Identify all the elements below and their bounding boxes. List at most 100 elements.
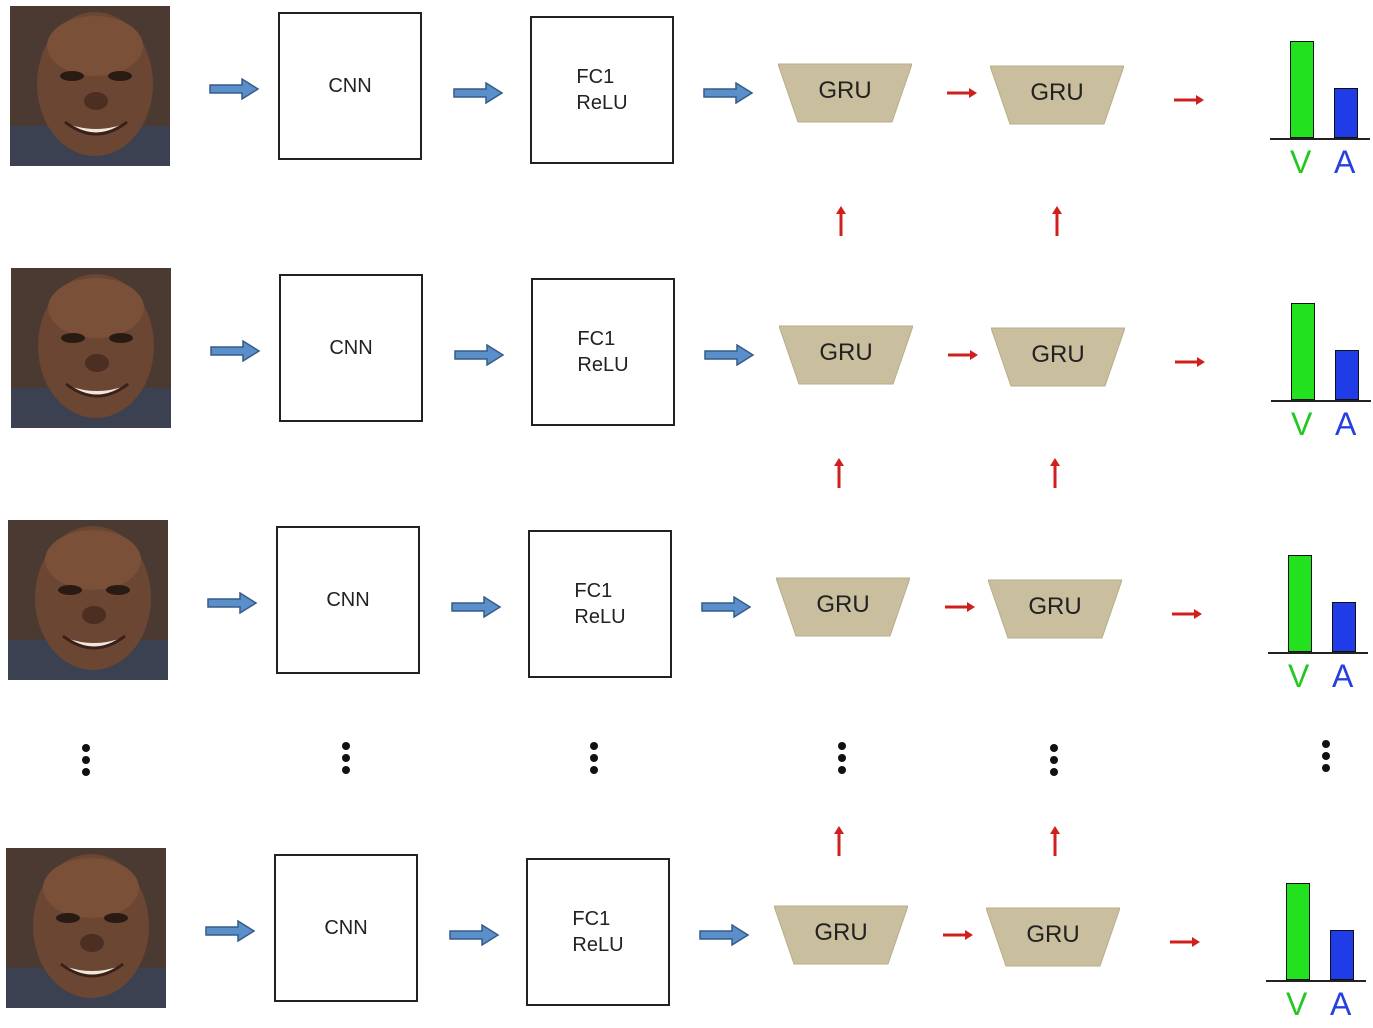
gru-layer-2: GRU <box>986 906 1120 968</box>
arousal-bar <box>1332 602 1356 652</box>
relu-label: ReLU <box>576 92 628 114</box>
cnn-block: CNN <box>276 526 420 674</box>
valence-label: V <box>1290 144 1312 180</box>
output-arrow-icon <box>1170 937 1200 947</box>
gru-label: GRU <box>816 591 870 618</box>
pipeline-row-3: CNN FC1 ReLU GRU GRU <box>0 520 1371 694</box>
recurrent-up-arrow-icon <box>1050 458 1060 488</box>
pipeline-row-2: CNN FC1 ReLU GRU GRU <box>1 268 1373 442</box>
fc-label: FC1 <box>574 580 613 602</box>
ellipsis-icon <box>838 742 848 786</box>
flow-arrow-icon <box>454 344 505 366</box>
va-bar-chart: V A <box>1268 530 1368 700</box>
va-bar-chart: V A <box>1271 278 1371 448</box>
flow-arrow-icon <box>703 82 754 104</box>
cnn-label: CNN <box>326 589 370 611</box>
cnn-label: CNN <box>329 337 373 359</box>
relu-label: ReLU <box>577 354 629 376</box>
fc-label: FC1 <box>576 66 615 88</box>
output-arrow-icon <box>1175 357 1205 367</box>
ellipsis-icon <box>590 742 600 786</box>
flow-arrow-icon <box>453 82 504 104</box>
arousal-bar <box>1335 350 1359 400</box>
fc-relu-block: FC1 ReLU <box>530 16 674 164</box>
gru-layer-2: GRU <box>990 64 1124 126</box>
cnn-label: CNN <box>328 75 372 97</box>
ellipsis-icon <box>342 742 352 786</box>
valence-bar <box>1290 41 1314 138</box>
flow-arrow-icon <box>451 596 502 618</box>
recurrent-up-arrow-icon <box>1050 826 1060 856</box>
gru-layer-2: GRU <box>988 578 1122 640</box>
face-image <box>11 268 171 428</box>
valence-bar <box>1291 303 1315 400</box>
ellipsis-icon <box>1050 744 1060 788</box>
chart-axis <box>1271 400 1371 402</box>
chart-axis <box>1270 138 1370 140</box>
flow-arrow-icon <box>207 592 258 614</box>
gru-label: GRU <box>1026 921 1080 948</box>
gru-label: GRU <box>818 77 872 104</box>
ellipsis-icon <box>82 744 92 788</box>
valence-label: V <box>1288 658 1310 694</box>
fc-relu-block: FC1 ReLU <box>526 858 670 1006</box>
chart-axis <box>1268 652 1368 654</box>
cnn-block: CNN <box>274 854 418 1002</box>
arousal-bar <box>1334 88 1358 138</box>
recurrent-up-arrow-icon <box>834 458 844 488</box>
pipeline-row-4: CNN FC1 ReLU GRU GRU <box>0 848 1369 1022</box>
gru-layer-1: GRU <box>778 62 912 124</box>
pipeline-row-1: CNN FC1 ReLU GRU GRU <box>0 6 1373 180</box>
fc-label: FC1 <box>572 908 611 930</box>
gru-layer-2: GRU <box>991 326 1125 388</box>
arousal-label: A <box>1332 658 1354 694</box>
flow-arrow-icon <box>699 924 750 946</box>
flow-arrow-icon <box>205 920 256 942</box>
relu-label: ReLU <box>574 606 626 628</box>
chart-axis <box>1266 980 1366 982</box>
recurrent-arrow-icon <box>945 602 975 612</box>
recurrent-up-arrow-icon <box>834 826 844 856</box>
face-image <box>10 6 170 166</box>
fc-relu-block: FC1 ReLU <box>528 530 672 678</box>
flow-arrow-icon <box>701 596 752 618</box>
recurrent-arrow-icon <box>943 930 973 940</box>
gru-layer-1: GRU <box>776 576 910 638</box>
gru-label: GRU <box>819 339 873 366</box>
gru-label: GRU <box>1031 341 1085 368</box>
arousal-bar <box>1330 930 1354 980</box>
recurrent-up-arrow-icon <box>1052 206 1062 236</box>
va-bar-chart: V A <box>1266 858 1366 1028</box>
output-arrow-icon <box>1174 95 1204 105</box>
relu-label: ReLU <box>572 934 624 956</box>
gru-label: GRU <box>814 919 868 946</box>
flow-arrow-icon <box>704 344 755 366</box>
face-image <box>8 520 168 680</box>
face-image <box>6 848 166 1008</box>
output-arrow-icon <box>1172 609 1202 619</box>
gru-label: GRU <box>1030 79 1084 106</box>
arousal-label: A <box>1330 986 1352 1022</box>
recurrent-arrow-icon <box>948 350 978 360</box>
cnn-label: CNN <box>324 917 368 939</box>
fc-relu-block: FC1 ReLU <box>531 278 675 426</box>
arousal-label: A <box>1335 406 1357 442</box>
valence-label: V <box>1286 986 1308 1022</box>
valence-bar <box>1286 883 1310 980</box>
recurrent-up-arrow-icon <box>836 206 846 236</box>
valence-bar <box>1288 555 1312 652</box>
flow-arrow-icon <box>209 78 260 100</box>
ellipsis-icon <box>1322 740 1332 784</box>
va-bar-chart: V A <box>1270 16 1370 186</box>
cnn-block: CNN <box>278 12 422 160</box>
fc-label: FC1 <box>577 328 616 350</box>
gru-layer-1: GRU <box>779 324 913 386</box>
flow-arrow-icon <box>449 924 500 946</box>
gru-label: GRU <box>1028 593 1082 620</box>
flow-arrow-icon <box>210 340 261 362</box>
cnn-block: CNN <box>279 274 423 422</box>
valence-label: V <box>1291 406 1313 442</box>
arousal-label: A <box>1334 144 1356 180</box>
gru-layer-1: GRU <box>774 904 908 966</box>
recurrent-arrow-icon <box>947 88 977 98</box>
